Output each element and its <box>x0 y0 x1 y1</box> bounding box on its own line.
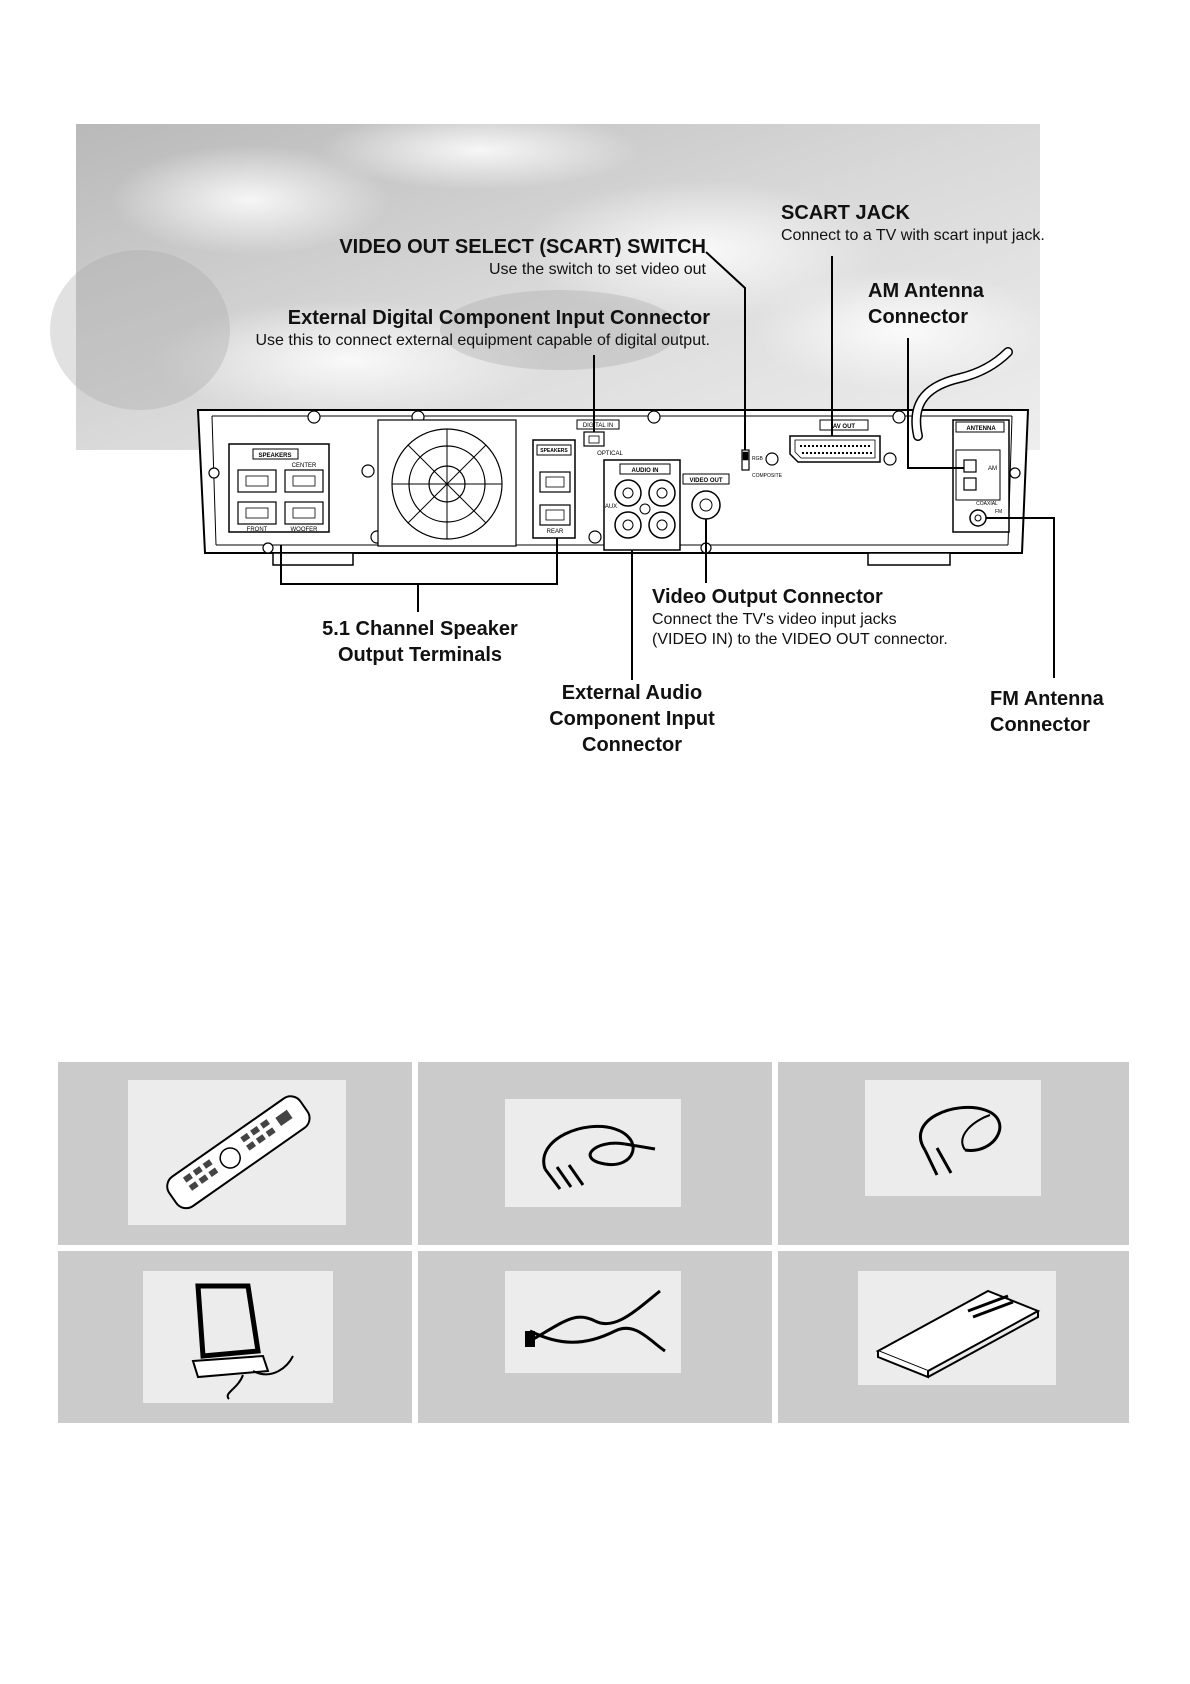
speakers-label: SPEAKERS <box>258 453 291 459</box>
scart-switch-desc: Use the switch to set video out <box>489 261 706 278</box>
scart-jack-title: SCART JACK <box>781 202 910 224</box>
rgb-label: RGB <box>752 456 764 462</box>
scart-jack-desc: Connect to a TV with scart input jack. <box>781 227 1045 244</box>
accessory-cell-am-antenna <box>58 1251 412 1423</box>
speaker-terminals-callout: 5.1 Channel Speaker Output Terminals <box>300 616 540 668</box>
digital-in-label: DIGITAL IN <box>583 423 613 429</box>
rear-label: REAR <box>547 529 564 535</box>
center-label: CENTER <box>292 463 317 469</box>
accessory-cell-fm-antenna <box>418 1251 772 1423</box>
fm-label: FM <box>995 509 1002 515</box>
optical-input <box>576 419 620 447</box>
user-manual-icon <box>858 1271 1056 1385</box>
speaker-terminals-title-line2: Output Terminals <box>337 644 503 666</box>
antenna-terminals <box>952 419 1010 533</box>
speakers-rear-label: SPEAKERS <box>540 448 568 454</box>
cooling-fan <box>377 419 517 547</box>
audio-in-jacks <box>603 459 681 551</box>
rear-panel-diagram: SPEAKERS CENTER FRONT WOOFER SPEAKERS RE… <box>50 110 1055 680</box>
am-antenna-title-line2: Connector <box>868 306 968 328</box>
av-out-label: AV OUT <box>833 424 856 430</box>
leader-lines <box>280 251 1055 680</box>
scart-switch <box>741 449 750 471</box>
scart-switch-callout: VIDEO OUT SELECT (SCART) SWITCH Use the … <box>300 234 706 280</box>
accessory-cell-remote <box>58 1062 412 1245</box>
audio-input-title-line3: Connector <box>582 734 682 756</box>
audio-input-title-line2: Component Input <box>549 708 715 730</box>
audio-input-title-line1: External Audio <box>561 682 703 704</box>
am-loop-antenna-icon <box>143 1271 333 1403</box>
fm-antenna-title-line1: FM Antenna <box>990 688 1104 710</box>
audio-cable-icon <box>865 1080 1041 1196</box>
video-output-desc-line1: Connect the TV's video input jacks <box>652 611 897 628</box>
digital-input-desc: Use this to connect external equipment c… <box>255 332 710 349</box>
accessory-cell-user-manual <box>778 1251 1129 1423</box>
video-output-title: Video Output Connector <box>652 586 883 608</box>
rear-speaker-terminals <box>532 439 576 539</box>
fm-antenna-icon <box>505 1271 681 1373</box>
am-label: AM <box>988 466 997 472</box>
remote-control-icon <box>128 1080 346 1225</box>
optical-label: OPTICAL <box>597 451 623 457</box>
scart-switch-title: VIDEO OUT SELECT (SCART) SWITCH <box>339 236 706 258</box>
aux-label: AUX <box>605 504 617 510</box>
video-output-callout: Video Output Connector Connect the TV's … <box>652 584 948 650</box>
audio-input-callout: External Audio Component Input Connector <box>522 680 742 758</box>
front-speaker-terminals <box>228 443 330 533</box>
front-label: FRONT <box>247 527 268 533</box>
digital-input-callout: External Digital Component Input Connect… <box>200 305 710 351</box>
fm-antenna-title-line2: Connector <box>990 714 1090 736</box>
accessories-grid <box>58 1062 1129 1430</box>
video-out-label: VIDEO OUT <box>689 478 722 484</box>
composite-label: COMPOSITE <box>752 473 783 479</box>
coaxial-label: COAXIAL <box>976 501 998 507</box>
accessory-cell-audio-cable <box>778 1062 1129 1245</box>
cloud-background <box>50 110 1050 450</box>
am-antenna-title-line1: AM Antenna <box>868 280 984 302</box>
am-antenna-callout: AM Antenna Connector <box>868 278 984 330</box>
video-cable-icon <box>505 1099 681 1207</box>
fm-antenna-callout: FM Antenna Connector <box>990 686 1104 738</box>
woofer-label: WOOFER <box>291 527 319 533</box>
digital-input-title: External Digital Component Input Connect… <box>287 307 710 329</box>
video-output-desc-line2: (VIDEO IN) to the VIDEO OUT connector. <box>652 631 948 648</box>
antenna-label: ANTENNA <box>966 426 996 432</box>
accessory-cell-video-cable <box>418 1062 772 1245</box>
scart-connector <box>789 419 881 463</box>
scart-jack-callout: SCART JACK Connect to a TV with scart in… <box>781 200 1045 246</box>
speaker-terminals-title-line1: 5.1 Channel Speaker <box>322 618 518 640</box>
audio-in-label: AUDIO IN <box>632 468 659 474</box>
